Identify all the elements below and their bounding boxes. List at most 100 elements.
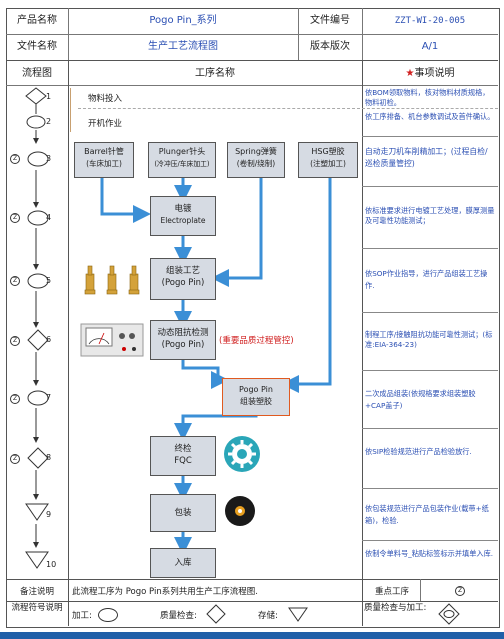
doc-name-value: 生产工艺流程图: [148, 41, 218, 52]
divider: [298, 8, 299, 60]
divider: [362, 370, 498, 371]
impedance-title: 动态阻抗检测: [157, 328, 209, 338]
pogo-pin-photo: [84, 265, 140, 295]
divider: [362, 312, 498, 313]
divider: [68, 8, 69, 34]
doc-name-label: 文件名称: [17, 41, 57, 52]
row-number: 4: [46, 213, 52, 222]
barrel-sub: (车床加工): [86, 159, 122, 168]
row-number: 9: [46, 510, 52, 519]
row-number: 10: [46, 560, 57, 569]
divider: [362, 186, 498, 187]
processing-circle-icon: [27, 273, 49, 289]
tape-reel-icon: [225, 496, 255, 526]
key-process-mark: Z: [10, 394, 20, 404]
row-number: 7: [46, 393, 52, 402]
plating-sub: Electroplate: [160, 216, 206, 225]
storage-triangle-icon: [288, 607, 308, 622]
note-1: 依BOM领取物料，核对物料材质规格，物料初检。: [365, 88, 490, 107]
impedance-sub: (Pogo Pin): [161, 340, 205, 350]
note-5: 依SOP作业指导，进行产品组装工艺操作.: [365, 269, 488, 290]
pogo-asm-sub: 组装塑胶: [240, 397, 272, 406]
notes-col-header: ★事项说明: [362, 65, 498, 83]
hsg-sub: (注塑加工): [310, 159, 346, 168]
packing-label: 包装: [174, 508, 192, 518]
barrel-title: Barrel针管: [84, 147, 124, 156]
plunger-sub: (冷冲压/车床加工): [154, 160, 210, 168]
divider: [420, 579, 421, 601]
storage-triangle-icon: [25, 551, 49, 569]
flow-symbols: [25, 87, 49, 569]
key-process-legend-mark: Z: [455, 586, 465, 596]
processing-circle-icon: [27, 151, 49, 167]
divider: [362, 8, 363, 60]
row-number: 8: [46, 453, 52, 462]
divider: [362, 579, 363, 626]
divider: [6, 601, 498, 602]
flow-col-header: 流程图: [22, 68, 52, 79]
key-process-mark: Z: [10, 213, 20, 223]
product-name-value: Pogo Pin_系列: [149, 15, 217, 26]
divider: [68, 579, 69, 626]
divider: [362, 248, 498, 249]
note-7: 二次成品组装(依规格要求组装塑胶+CAP盖子): [365, 389, 476, 410]
warehouse-box: 入库: [150, 548, 216, 578]
plunger-title: Plunger针头: [158, 147, 206, 156]
row-number: 1: [46, 92, 52, 101]
divider: [78, 108, 360, 109]
step-machine-start: 开机作业: [88, 119, 123, 129]
divider: [362, 540, 498, 541]
quality-check-diamond-icon: [27, 329, 49, 351]
packing-box: 包装: [150, 494, 216, 532]
quality-check-diamond-icon: [206, 604, 226, 624]
key-process-mark: Z: [10, 154, 20, 164]
legend-processing: 加工:: [72, 611, 92, 621]
divider: [68, 60, 69, 579]
hsg-title: HSG塑胶: [311, 147, 345, 156]
spring-box: Spring弹簧 (卷制/绕制): [227, 142, 285, 178]
remark-label: 备注说明: [19, 587, 54, 597]
process-col-header: 工序名称: [195, 68, 235, 79]
note-4: 依标准要求进行电镀工艺处理，膜厚测量及可靠性功能测试；: [365, 206, 495, 225]
key-process-mark: Z: [10, 276, 20, 286]
pogo-asm-box: Pogo Pin 组装塑胶: [222, 378, 290, 416]
legend-quality-check: 质量检查:: [160, 611, 197, 621]
spring-sub: (卷制/绕制): [236, 159, 276, 168]
quality-check-diamond-icon: [25, 87, 47, 105]
note-10: 依制令单料号_粘贴标签标示并填单入库.: [365, 549, 494, 558]
assembly-box: 组装工艺 (Pogo Pin): [150, 258, 216, 300]
note-2: 依工序排备、机台参数调试及首件确认。: [365, 112, 495, 121]
row-number: 5: [46, 276, 52, 285]
gear-inspection-icon: [224, 436, 260, 472]
barrel-box: Barrel针管 (车床加工): [74, 142, 134, 178]
key-process-mark: Z: [10, 336, 20, 346]
storage-triangle-icon: [25, 503, 49, 521]
row-number: 3: [46, 154, 52, 163]
product-name-label: 产品名称: [17, 15, 57, 26]
impedance-box: 动态阻抗检测 (Pogo Pin): [150, 320, 216, 360]
processing-circle-icon: [27, 210, 49, 226]
doc-no-value: ZZT-WI-20-005: [394, 16, 466, 26]
divider: [362, 428, 498, 429]
document-frame: [6, 8, 500, 628]
key-process-mark: Z: [10, 454, 20, 464]
spring-title: Spring弹簧: [235, 147, 277, 156]
fqc-box: 终检 FQC: [150, 436, 216, 476]
legend-qc-and-process: 质量检查与加工:: [364, 603, 427, 613]
doc-no-label: 文件编号: [310, 15, 350, 26]
processing-circle-icon: [27, 390, 49, 406]
row-number: 6: [46, 335, 52, 344]
key-process-legend-label: 重点工序: [374, 587, 409, 597]
note-3: 自动走刀机车削精加工；(过程自检/巡检质量管控): [365, 147, 488, 168]
note-6: 制程工序/接触阻抗功能可靠性测试；(标准:EIA-364-23): [365, 330, 493, 349]
version-label: 版本版次: [310, 41, 350, 52]
divider: [6, 579, 498, 580]
hsg-box: HSG塑胶 (注塑加工): [298, 142, 358, 178]
warehouse-label: 入库: [174, 558, 192, 568]
assembly-sub: (Pogo Pin): [161, 278, 205, 288]
version-value: A/1: [421, 41, 439, 52]
note-8: 依SIP检验规范进行产品检验放行.: [365, 447, 472, 456]
plating-box: 电镀 Electroplate: [150, 196, 216, 236]
key-process-label: (重要品质过程管控): [219, 336, 294, 346]
legend-storage: 存储:: [258, 611, 278, 621]
